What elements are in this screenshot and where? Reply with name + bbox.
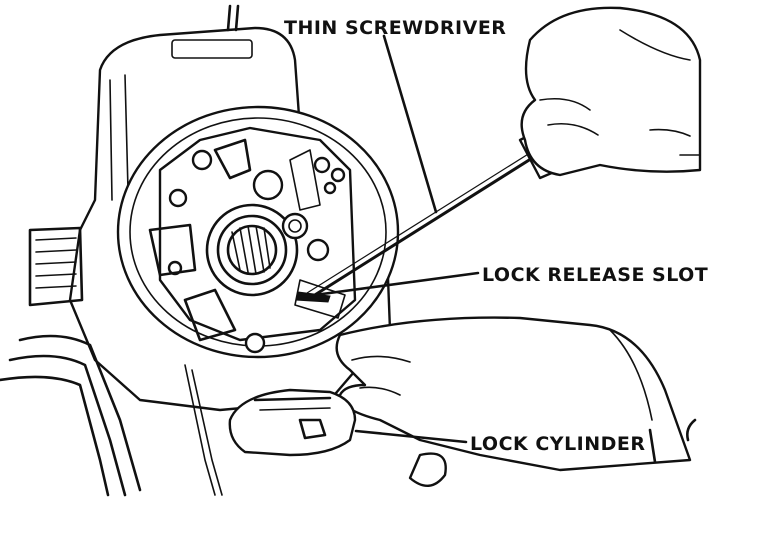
label-lock-release-slot: LOCK RELEASE SLOT [482, 264, 708, 286]
lock-cylinder [228, 388, 357, 457]
lock-housing-face [116, 105, 400, 359]
lower-hand [335, 316, 692, 487]
wiring-harness [0, 226, 223, 497]
label-thin-screwdriver: THIN SCREWDRIVER [284, 17, 506, 39]
upper-hand [520, 6, 702, 177]
label-lock-cylinder: LOCK CYLINDER [470, 433, 646, 455]
leader-lines [298, 34, 697, 464]
lock-mechanism [148, 138, 346, 354]
